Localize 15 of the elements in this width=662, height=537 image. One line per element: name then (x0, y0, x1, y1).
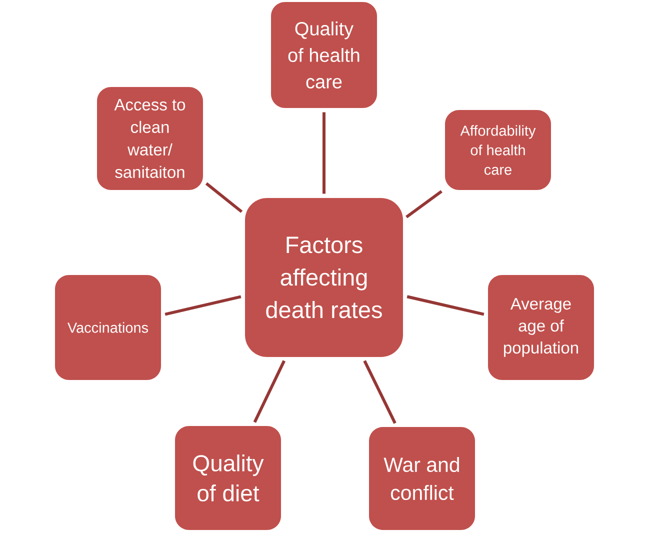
factor-box: Quality of health care (271, 2, 377, 108)
factor-box: Affordability of health care (445, 110, 551, 190)
connector-line (253, 360, 286, 423)
connector-line (406, 295, 484, 316)
factor-box: Access to clean water/ sanitaiton (97, 87, 203, 190)
factor-box: Vaccinations (55, 275, 161, 380)
topic-box: Factors affecting death rates (245, 198, 403, 357)
connector-line (363, 360, 396, 424)
factor-box: War and conflict (369, 427, 475, 530)
connector-line (322, 112, 326, 194)
connector-line (406, 190, 442, 218)
connector-line (164, 295, 242, 316)
factor-box: Quality of diet (175, 426, 281, 530)
connector-line (205, 182, 243, 213)
factor-box: Average age of population (488, 275, 594, 380)
